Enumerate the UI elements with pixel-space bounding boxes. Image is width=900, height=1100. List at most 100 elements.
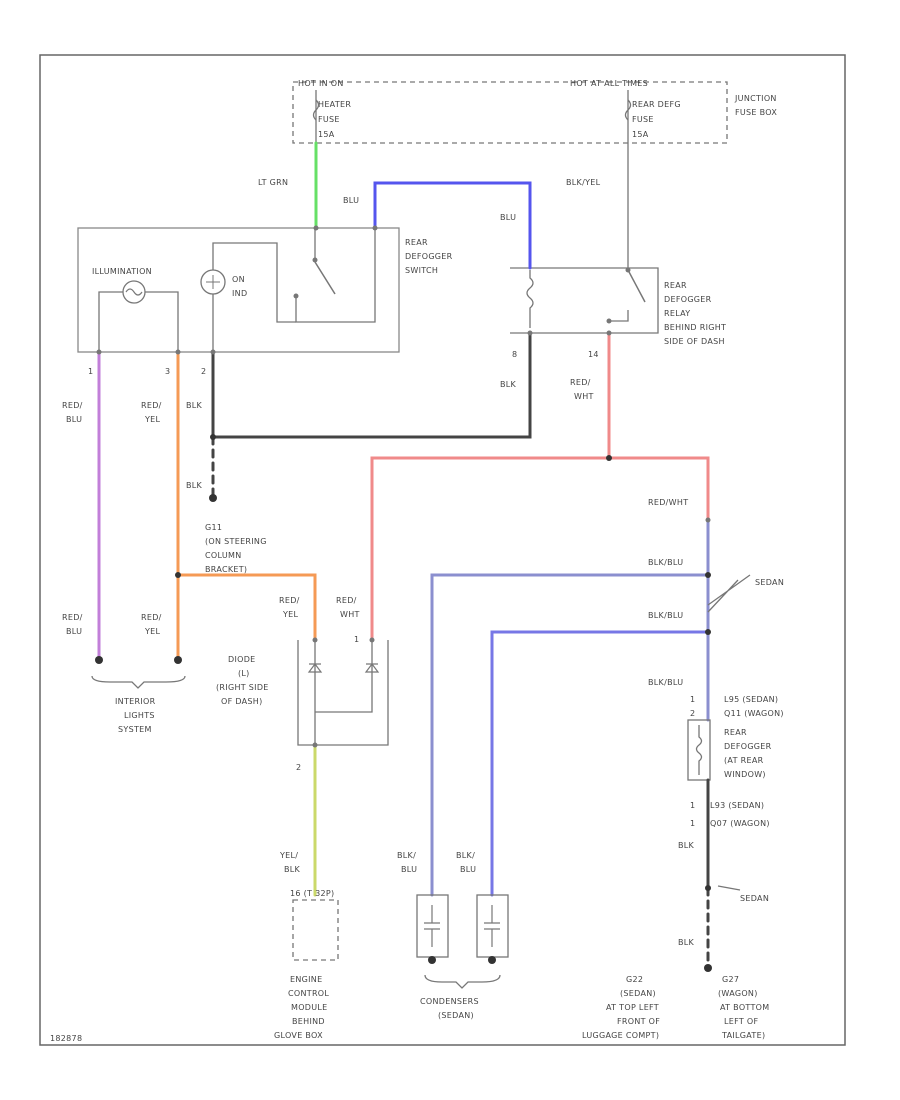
rear-defogger-switch-label: SWITCH — [405, 266, 438, 275]
junction-fuse-box: HOT IN ON HOT AT ALL TIMES HEATER FUSE 1… — [292, 79, 777, 270]
wire-label-blk-blu: BLU — [401, 865, 417, 874]
diode-label: OF DASH) — [221, 697, 263, 706]
illumination-label: ILLUMINATION — [92, 267, 152, 276]
ground-g11-icon — [209, 494, 217, 502]
wire-label-red-yel: YEL — [144, 627, 161, 636]
ground-g27-label: AT BOTTOM — [720, 1003, 769, 1012]
condensers-label: CONDENSERS — [420, 997, 479, 1006]
diode-label: (RIGHT SIDE — [216, 683, 269, 692]
rear-defogger-relay-label: REAR — [664, 281, 687, 290]
ground-g11-label: BRACKET) — [205, 565, 247, 574]
relay-coil-icon — [526, 270, 534, 328]
rear-defogger-relay-label: RELAY — [664, 309, 691, 318]
switch-contact-icon — [314, 261, 336, 295]
wire-label-red-blu: RED/ — [62, 401, 83, 410]
heater-fuse-label: FUSE — [318, 115, 340, 124]
condensers-label: (SEDAN) — [438, 1011, 474, 1020]
rear-defogger-relay-label: BEHIND RIGHT — [664, 323, 726, 332]
diode-label: (L) — [238, 669, 250, 678]
illumination-lamp-icon — [122, 280, 146, 304]
rear-defogger-label: WINDOW) — [724, 770, 766, 779]
wire-label-blu: BLU — [343, 196, 359, 205]
rear-defogger-relay-label: DEFOGGER — [664, 295, 712, 304]
rear-defogger-label: REAR — [724, 728, 747, 737]
wire-label-blk-blu: BLK/ — [456, 851, 475, 860]
rear-defg-fuse-icon — [624, 99, 632, 121]
diode-pin-label: 1 — [354, 635, 359, 644]
rear-defogger-switch-label: REAR — [405, 238, 428, 247]
junction-box-label: JUNCTION — [734, 94, 777, 103]
wire-label-red-yel: YEL — [144, 415, 161, 424]
wire-label-lt-grn: LT GRN — [258, 178, 288, 187]
on-ind-label: ON — [232, 275, 245, 284]
ecm-label: BEHIND — [292, 1017, 325, 1026]
wire-label-red-wht: RED/ — [570, 378, 591, 387]
diode-label: DIODE — [228, 655, 256, 664]
ground-g22-label: FRONT OF — [617, 1017, 660, 1026]
connector-dots — [96, 225, 711, 748]
defogger-pin-label: 1 — [690, 695, 695, 704]
wire-label-red-blu: BLU — [66, 415, 82, 424]
rear-defogger-label: (AT REAR — [724, 756, 764, 765]
on-indicator-lamp-icon — [200, 269, 226, 295]
wire-label-blk-yel: BLK/YEL — [566, 178, 601, 187]
interior-lights-label: SYSTEM — [118, 725, 152, 734]
condensers: CONDENSERS (SEDAN) — [416, 894, 509, 1020]
wire-blk-blu-cond1 — [430, 573, 710, 897]
wire-blu-top — [373, 181, 532, 270]
ecm-label: MODULE — [291, 1003, 328, 1012]
relay-pin-label: 8 — [512, 350, 517, 359]
wire-blk — [211, 331, 532, 439]
defogger-code-label: Q07 (WAGON) — [710, 819, 770, 828]
ground-g22-label: LUGGAGE COMPT) — [582, 1031, 659, 1040]
interior-lights-label: INTERIOR — [115, 697, 156, 706]
ground-g27-label: TAILGATE) — [721, 1031, 765, 1040]
condenser-icon — [424, 905, 440, 947]
ground-g22-icon — [704, 964, 712, 972]
relay-pin-label: 14 — [588, 350, 599, 359]
figure-id: 182878 — [50, 1034, 82, 1043]
on-ind-label: IND — [232, 289, 247, 298]
diode-pin-label: 2 — [296, 763, 301, 772]
wire-label-blk: BLK — [186, 401, 203, 410]
ground-g27-label: LEFT OF — [724, 1017, 758, 1026]
wire-label-blk-blu: BLK/ — [397, 851, 416, 860]
diode: DIODE (L) (RIGHT SIDE OF DASH) 1 2 — [216, 635, 389, 772]
wire-label-blk-blu: BLU — [460, 865, 476, 874]
wire-label-red-wht: WHT — [340, 610, 360, 619]
rear-defg-fuse-label: REAR DEFG — [632, 100, 681, 109]
hot-in-on-label: HOT IN ON — [298, 79, 344, 88]
wire-label-blk: BLK — [500, 380, 517, 389]
rear-defogger-relay-label: SIDE OF DASH — [664, 337, 725, 346]
ecm-label: GLOVE BOX — [274, 1031, 323, 1040]
wire-label-red-blu: BLU — [66, 627, 82, 636]
condenser-icon — [484, 905, 500, 947]
condensers-brace — [424, 974, 501, 989]
diagram-frame — [39, 54, 846, 1046]
junction-box-label: FUSE BOX — [735, 108, 777, 117]
switch-pin-label: 3 — [165, 367, 170, 376]
ground-g22-label: (SEDAN) — [620, 989, 656, 998]
ground-g22-label: G22 — [626, 975, 643, 984]
wire-label-blk: BLK — [186, 481, 203, 490]
wire-label-red-yel: YEL — [282, 610, 299, 619]
interior-lights-label: LIGHTS — [124, 711, 155, 720]
wire-label-red-yel: RED/ — [279, 596, 300, 605]
rear-defogger-relay: REAR DEFOGGER RELAY BEHIND RIGHT SIDE OF… — [510, 267, 726, 359]
switch-pin-label: 2 — [201, 367, 206, 376]
ground-g27-label: G27 — [722, 975, 739, 984]
ecm-label: CONTROL — [288, 989, 329, 998]
defogger-pin-label: 2 — [690, 709, 695, 718]
switch-pin-label: 1 — [88, 367, 93, 376]
wire-label-blk-blu: BLK/BLU — [648, 558, 683, 567]
defogger-code-label: L95 (SEDAN) — [724, 695, 778, 704]
defogger-code-label: L93 (SEDAN) — [710, 801, 764, 810]
wire-label-yel-blk: YEL/ — [279, 851, 298, 860]
relay-contact-icon — [627, 269, 646, 303]
heater-fuse-icon — [312, 99, 320, 121]
wire-red-wht-branch — [370, 456, 710, 642]
diode-icon — [307, 663, 323, 673]
wire-blk-blu-cond2 — [490, 630, 710, 897]
wire-label-blk: BLK — [678, 938, 695, 947]
